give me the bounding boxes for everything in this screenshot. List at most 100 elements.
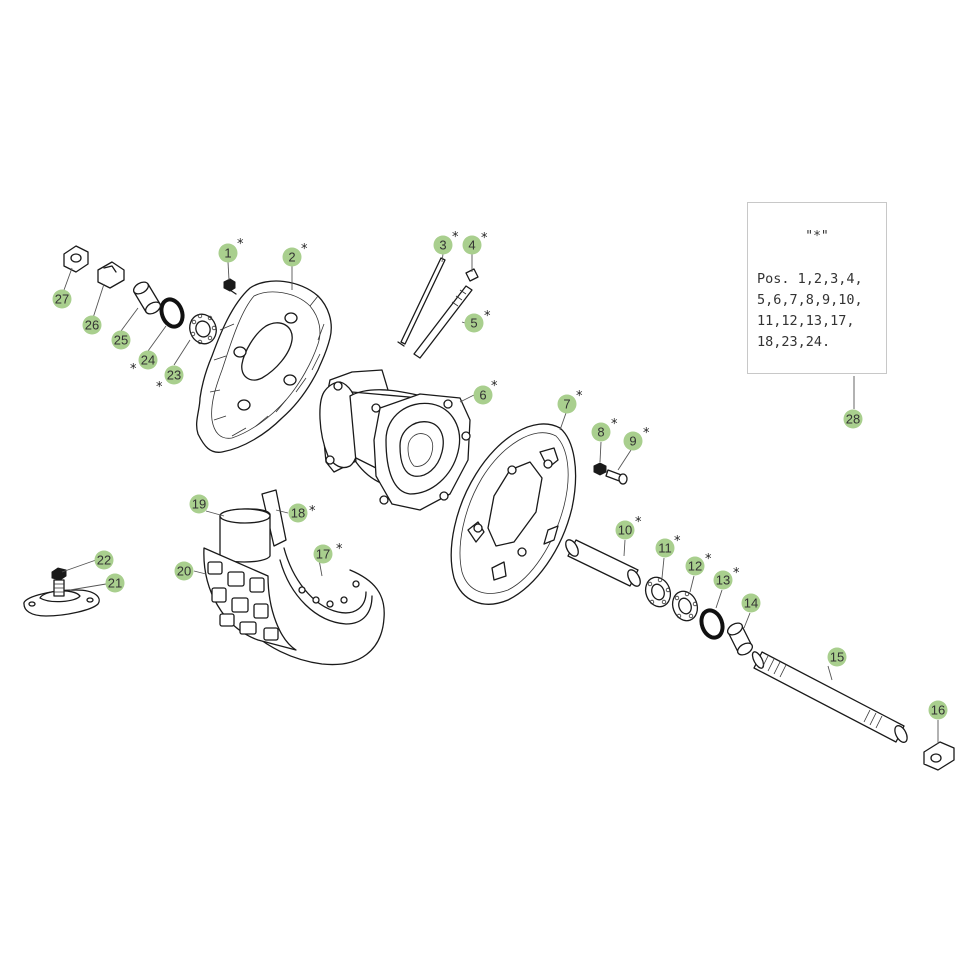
callout-19: 19 [189,494,209,514]
callout-26: 26 [82,315,102,335]
callout-6-number: 6 [479,388,486,403]
callout-15: 15 [827,647,847,667]
callout-12: 12 [685,556,705,576]
left-spacer [132,281,162,315]
callout-1-number: 1 [224,246,231,261]
note-box: "*" Pos. 1,2,3,4, 5,6,7,8,9,10, 11,12,13… [747,202,887,374]
star-3: * [452,230,459,245]
bearing-right-2 [671,590,699,622]
wheel-hub [319,369,471,511]
star-1: * [237,237,244,252]
star-7: * [576,389,583,404]
chain-adjuster-right [923,741,955,771]
callout-17-number: 17 [316,547,330,562]
star-13: * [733,566,740,581]
callout-16: 16 [928,700,948,720]
star-8: * [611,417,618,432]
tire-and-rim [203,489,385,666]
star-2: * [301,242,308,257]
star-11: * [674,534,681,549]
callout-7: 7 [557,394,577,414]
callout-25: 25 [111,330,131,350]
bearing-right-1 [644,576,672,608]
callout-1: 1 [218,243,238,263]
disc-screw [223,278,237,295]
note-text: Pos. 1,2,3,4, 5,6,7,8,9,10, 11,12,13,17,… [757,271,863,350]
callout-18: 18 [288,503,308,523]
callout-20-number: 20 [177,564,191,579]
callout-16-number: 16 [931,703,945,718]
callout-14-number: 14 [744,596,758,611]
right-seal-ring [699,608,725,640]
callout-12-number: 12 [688,559,702,574]
callout-2-number: 2 [288,250,295,265]
callout-24: 24 [138,350,158,370]
callout-26-number: 26 [85,318,99,333]
axle-nut [63,245,89,273]
callout-11-number: 11 [658,541,672,556]
callout-15-number: 15 [830,650,844,665]
callout-6: 6 [473,385,493,405]
rear-sprocket [450,423,577,605]
callout-21: 21 [105,573,125,593]
callout-18-number: 18 [291,506,305,521]
callout-21-number: 21 [108,576,122,591]
callout-10-number: 10 [618,523,632,538]
callout-2: 2 [282,247,302,267]
callout-9: 9 [623,431,643,451]
brake-disc [195,280,332,453]
callout-27: 27 [52,289,72,309]
callout-4-number: 4 [468,238,475,253]
callout-5: 5 [464,313,484,333]
chain-adjuster-left [97,261,125,289]
callout-14: 14 [741,593,761,613]
star-23: * [156,380,163,395]
callout-13: 13 [713,570,733,590]
asterisk-markers: * * * * * * * * * * * * * * * * * [130,230,740,581]
rear-axle [751,651,908,743]
callout-28-number: 28 [846,412,860,427]
callout-24-number: 24 [141,353,155,368]
callout-10: 10 [615,520,635,540]
callout-22: 22 [94,550,114,570]
callout-13-number: 13 [716,573,730,588]
star-6: * [491,379,498,394]
star-17: * [336,542,343,557]
note-quote: "*" [805,229,829,244]
star-18: * [309,504,316,519]
left-seal-ring [159,297,185,329]
callout-28: 28 [843,409,863,429]
right-spacer [726,622,754,656]
left-bearing [189,313,217,345]
star-5: * [484,309,491,324]
callout-17: 17 [313,544,333,564]
callout-7-number: 7 [563,397,570,412]
callout-5-number: 5 [470,316,477,331]
callout-27-number: 27 [55,292,69,307]
callout-20: 20 [174,561,194,581]
callout-23-number: 23 [167,368,181,383]
callout-3-number: 3 [439,238,446,253]
callout-8-number: 8 [597,425,604,440]
callout-19-number: 19 [192,497,206,512]
callout-9-number: 9 [629,434,636,449]
callout-25-number: 25 [114,333,128,348]
star-4: * [481,231,488,246]
callout-22-number: 22 [97,553,111,568]
callout-4: 4 [462,235,482,255]
star-12: * [705,552,712,567]
callout-8: 8 [591,422,611,442]
sprocket-bolt [605,469,628,485]
distance-sleeve [565,539,641,587]
callout-3: 3 [433,235,453,255]
sprocket-nut [593,462,607,476]
rim-lock [23,567,100,617]
leader-lines [61,253,939,744]
star-24: * [130,362,137,377]
star-10: * [635,515,642,530]
callout-11: 11 [655,538,675,558]
spokes [397,257,479,359]
star-9: * [643,426,650,441]
callout-23: 23 [164,365,184,385]
